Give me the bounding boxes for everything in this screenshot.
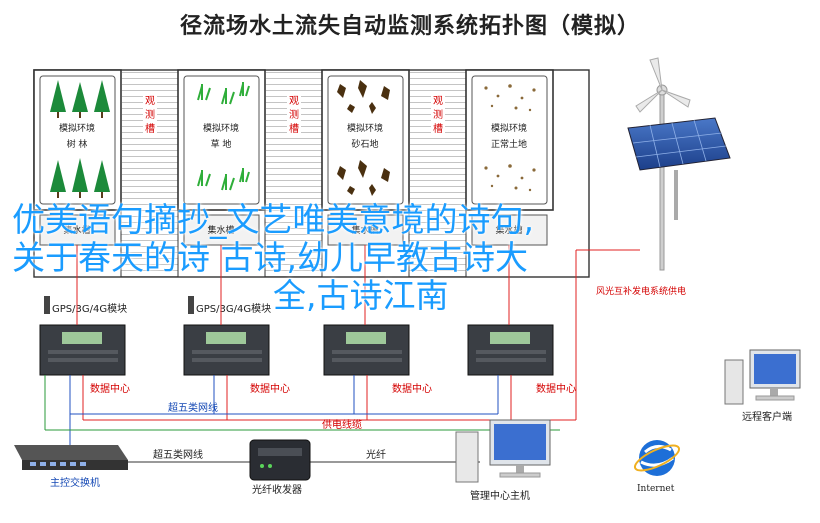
controller-1 [39, 324, 126, 376]
overlay-line-1: 优美语句摘抄_文艺唯美意境的诗句, [12, 200, 534, 239]
station-4 [465, 69, 554, 211]
tank-2 [183, 214, 260, 246]
tank-2-label: 集水槽 [207, 224, 234, 236]
controller-3 [323, 324, 410, 376]
station-2-name: 模拟环境 [203, 122, 239, 134]
ridge-label-char: 槽 [433, 122, 443, 135]
switch-icon [14, 445, 128, 470]
data-center-label-2: 数据中心 [250, 382, 290, 395]
tank-4 [471, 214, 548, 246]
soil-icon [484, 84, 536, 192]
solar-power-label: 风光互补发电系统供电 [596, 285, 686, 297]
tank-3-label: 集水槽 [351, 224, 378, 236]
gravel-icon [337, 80, 390, 196]
station-1-sub: 树 林 [67, 138, 88, 150]
station-4-sub: 正常土地 [491, 138, 527, 150]
cat5-lower-label: 超五类网线 [153, 448, 203, 461]
data-center-label-4: 数据中心 [536, 382, 576, 395]
station-3-name: 模拟环境 [347, 122, 383, 134]
tree-icon [50, 80, 110, 198]
transceiver-label: 光纤收发器 [252, 483, 302, 496]
internet-icon [633, 440, 681, 476]
station-4-name: 模拟环境 [491, 122, 527, 134]
controller-4 [467, 324, 554, 376]
controller-2 [183, 324, 270, 376]
overlay-line-3: 全,古诗江南 [273, 276, 449, 315]
gps-label-1: GPS/3G/4G模块 [52, 303, 127, 315]
ridge-label-char: 测 [433, 108, 443, 121]
wind-turbine-icon [635, 57, 691, 271]
fiber-label: 光纤 [366, 448, 386, 461]
green-power-line [44, 375, 560, 431]
overlay-line-2: 关于春天的诗 古诗,幼儿早教古诗大 [12, 238, 528, 277]
ridge-label-char: 测 [289, 108, 299, 121]
admin-computer-icon [455, 419, 551, 483]
ridge-label-2: 观测槽 [287, 94, 301, 135]
admin-label: 管理中心主机 [470, 489, 530, 502]
remote-label: 远程客户端 [742, 410, 792, 423]
page-title: 径流场水土流失自动监测系统拓扑图（模拟） [179, 13, 640, 39]
power-line-label: 供电线缆 [322, 418, 362, 431]
tank-3 [327, 214, 404, 246]
grass-icon [197, 82, 250, 191]
ridge-label-char: 槽 [289, 122, 299, 135]
host-label: 主控交换机 [50, 476, 100, 489]
transceiver-icon [249, 439, 311, 481]
remote-client-icon [724, 349, 801, 405]
ridge-label-1: 观测槽 [143, 94, 157, 135]
tank-4-label: 集水槽 [495, 224, 522, 236]
ridge-label-char: 槽 [145, 122, 155, 135]
ridge-label-char: 观 [145, 95, 155, 107]
gps-label-2: GPS/3G/4G模块 [196, 303, 271, 315]
gps-module-icon [44, 296, 194, 314]
station-2 [177, 69, 266, 211]
cat5-cable [69, 375, 499, 445]
ridge-label-char: 观 [289, 95, 299, 107]
cat5-upper-label: 超五类网线 [168, 401, 218, 414]
station-3 [321, 69, 410, 211]
solar-panel-icon [627, 117, 731, 220]
ridge-label-char: 观 [433, 95, 443, 107]
internet-label: Internet [637, 484, 675, 494]
ridge-label-3: 观测槽 [431, 94, 445, 135]
station-1-name: 模拟环境 [59, 122, 95, 134]
tank-1-label: 集水槽 [63, 224, 90, 236]
ridge-label-char: 测 [145, 108, 155, 121]
data-center-label-3: 数据中心 [392, 382, 432, 395]
station-3-sub: 砂石地 [351, 138, 378, 150]
data-center-label-1: 数据中心 [90, 382, 130, 395]
station-2-sub: 草 地 [211, 138, 232, 150]
